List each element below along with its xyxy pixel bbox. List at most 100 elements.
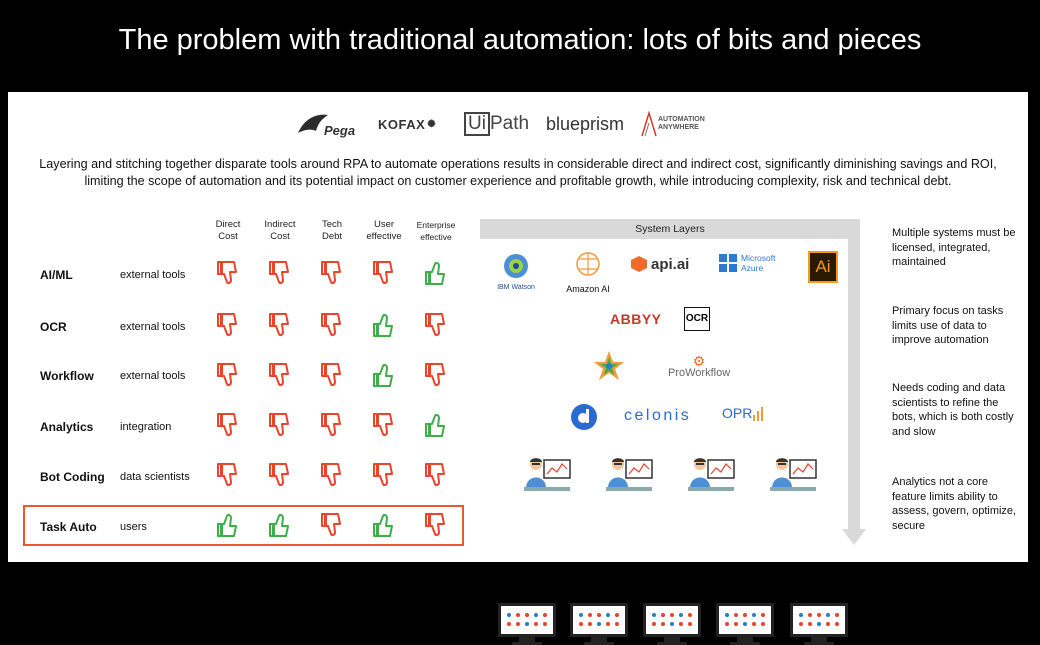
row-name-aiml: AI/ML [40, 268, 73, 282]
microsoft-azure-logo: Microsoft Azure [718, 253, 785, 273]
row-name-bot-coding: Bot Coding [40, 470, 105, 484]
thumbs-down-icon [217, 463, 237, 487]
system-layers-side-bar [848, 219, 860, 529]
automation-anywhere-label: AUTOMATION ANYWHERE [658, 116, 705, 131]
system-layers: System Layers IBM Watson Amazon AI api.a… [480, 219, 872, 645]
data-scientist-icon [606, 458, 653, 491]
thumbs-down-icon [269, 363, 289, 387]
note-analytics: Analytics not a core feature limits abil… [892, 476, 1017, 532]
thumbs-down-icon [321, 261, 341, 285]
system-layers-arrow-icon [842, 529, 866, 545]
analytics-d-icon [571, 404, 597, 430]
row-source-ocr: external tools [120, 321, 186, 333]
adobe-illustrator-logo: Ai [808, 251, 838, 283]
thumbs-down-icon [373, 261, 393, 285]
thumbs-down-icon [269, 463, 289, 487]
thumbs-down-icon [269, 313, 289, 337]
thumbs-up-icon [425, 261, 445, 285]
kofax-mark-icon: ✺ [427, 118, 437, 130]
thumbs-down-icon [321, 413, 341, 437]
pega-label: Pega [324, 122, 356, 138]
abbyy-logo: ABBYY [610, 311, 662, 327]
note-coding: Needs coding and data scientists to refi… [892, 382, 1014, 438]
thumbs-down-icon [425, 513, 445, 537]
task-auto-highlight [23, 505, 464, 546]
thumbs-up-icon [373, 313, 393, 337]
proworkflow-label: ProWorkflow [668, 367, 731, 379]
data-scientist-icon [524, 458, 571, 491]
thumbs-down-icon [373, 463, 393, 487]
opr-label: OPR [722, 405, 753, 421]
microsoft-azure-label: Microsoft Azure [741, 253, 776, 273]
thumbs-down-icon [425, 363, 445, 387]
row-name-analytics: Analytics [40, 420, 94, 434]
celonis-logo: celonis [624, 407, 692, 424]
bot-screen-icon [570, 603, 628, 637]
automation-anywhere-a-icon [641, 111, 657, 137]
ibm-watson-label: IBM Watson [497, 284, 535, 291]
bot-screen-icon [643, 603, 701, 637]
thumbs-up-icon [373, 513, 393, 537]
ibm-watson-logo: IBM Watson [496, 251, 536, 291]
thumbs-up-icon [373, 363, 393, 387]
note-task-focus: Primary focus on tasks limits use of dat… [892, 305, 1004, 346]
workflow-star-icon [594, 351, 624, 380]
bot-screen-icon [790, 603, 848, 637]
row-source-workflow: external tools [120, 370, 186, 382]
kofax-label: KOFAX [378, 116, 426, 132]
row-source-analytics: integration [120, 421, 172, 433]
thumbs-down-icon [321, 363, 341, 387]
thumbs-up-icon [217, 513, 237, 537]
row-source-task-auto: users [120, 521, 147, 533]
thumbs-down-icon [217, 313, 237, 337]
thumbs-down-icon [269, 261, 289, 285]
intro-paragraph: Layering and stitching together disparat… [39, 157, 997, 188]
thumbs-down-icon [425, 463, 445, 487]
api-ai-cube-icon [631, 256, 647, 272]
row-source-aiml: external tools [120, 269, 186, 281]
pega-logo: Pega [296, 106, 355, 142]
thumbs-down-icon [321, 463, 341, 487]
blueprism-logo: blueprism [546, 106, 624, 142]
workflow-tool-logo [592, 349, 626, 388]
bot-screen-icon [716, 603, 774, 637]
api-ai-logo: api.ai [630, 255, 689, 273]
bot-screen-icon [498, 603, 556, 637]
thumbs-down-icon [321, 313, 341, 337]
proworkflow-logo: ⚙ ProWorkflow [668, 353, 731, 379]
thumbs-down-icon [217, 261, 237, 285]
thumbs-down-icon [217, 413, 237, 437]
system-layers-label: System Layers [480, 219, 860, 239]
thumbs-down-icon [321, 513, 341, 537]
kofax-logo: KOFAX ✺ [378, 106, 436, 142]
opr-logo: OPR [722, 405, 764, 421]
row-source-bot-coding: data scientists [120, 471, 190, 483]
thumbs-down-icon [373, 413, 393, 437]
api-ai-label: api.ai [651, 255, 690, 273]
pega-bird-icon [298, 114, 328, 133]
note-multiple-systems: Multiple systems must be licensed, integ… [892, 227, 1016, 268]
thumbs-down-icon [217, 363, 237, 387]
thumbs-down-icon [269, 413, 289, 437]
thumbs-down-icon [425, 313, 445, 337]
row-name-ocr: OCR [40, 320, 67, 334]
proworkflow-gear-icon: ⚙ [692, 353, 706, 369]
opr-bars-icon [753, 407, 764, 421]
slide-title: The problem with traditional automation:… [118, 24, 922, 56]
amazon-ai-brain-icon [576, 252, 600, 276]
ocr-logo: OCR [684, 307, 710, 331]
analytics-d-logo [570, 403, 598, 436]
row-name-task-auto: Task Auto [40, 520, 97, 534]
data-scientist-icon [770, 458, 817, 491]
amazon-ai-logo: Amazon AI [562, 249, 614, 294]
data-scientist-icon [688, 458, 735, 491]
amazon-ai-label: Amazon AI [566, 284, 610, 294]
